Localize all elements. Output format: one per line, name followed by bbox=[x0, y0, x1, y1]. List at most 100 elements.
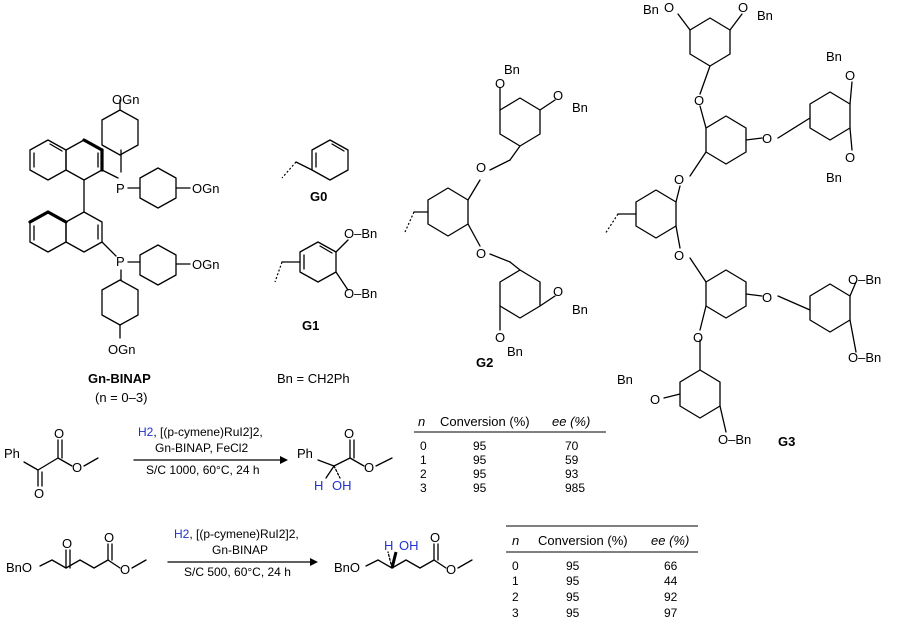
scheme-text: H2, [(p-cymene)RuI2]2, bbox=[174, 527, 299, 541]
scheme-text: Conversion (%) bbox=[538, 533, 628, 548]
reaction1-product bbox=[317, 439, 393, 479]
r1-table-row3-ee: 985 bbox=[565, 481, 585, 495]
r2-table-row2-ee: 92 bbox=[664, 590, 678, 604]
g2-bn3: Bn bbox=[572, 302, 588, 317]
g2-bn1: Bn bbox=[504, 62, 520, 77]
r1-prod-h: H bbox=[314, 478, 323, 493]
scheme-text: , [(p-cymene)RuI2]2, bbox=[153, 425, 262, 439]
binap-label: Gn-BINAP bbox=[88, 371, 151, 386]
r2-prod-oh: OH bbox=[399, 538, 419, 553]
r1-prod-o1: O bbox=[344, 426, 354, 441]
reaction1-table: n Conversion (%) ee (%) 0 95 70 1 95 59 … bbox=[414, 414, 606, 495]
reaction1-conditions: H2, [(p-cymene)RuI2]2, Gn-BINAP, FeCl2 S… bbox=[133, 425, 288, 477]
g2-o3: O bbox=[495, 76, 505, 91]
r1-table-row2-conv: 95 bbox=[473, 467, 487, 481]
scheme-text: H2, [(p-cymene)RuI2]2, bbox=[138, 425, 263, 439]
r1-table-row0-conv: 95 bbox=[473, 439, 487, 453]
g3-o-r2: O bbox=[845, 150, 855, 165]
reaction2-substrate bbox=[39, 543, 147, 569]
r2-table-row0-conv: 95 bbox=[566, 559, 580, 573]
g0-structure bbox=[281, 139, 349, 181]
r2-table-row1-n: 1 bbox=[512, 574, 519, 588]
r2-prod-h: H bbox=[384, 538, 393, 553]
g2-o6: O bbox=[495, 330, 505, 345]
g3-structure bbox=[604, 13, 857, 433]
reaction2-conditions: H2, [(p-cymene)RuI2]2, Gn-BINAP S/C 500,… bbox=[167, 527, 318, 579]
r1-table-row3-conv: 95 bbox=[473, 481, 487, 495]
r2-sub-bno: BnO bbox=[6, 560, 32, 575]
scheme-text: Conversion (%) bbox=[440, 414, 530, 429]
g2-structure bbox=[404, 87, 556, 331]
scheme-text: H2 bbox=[138, 425, 154, 439]
p-atom-top: P bbox=[116, 181, 125, 196]
g1-obn-bottom: O–Bn bbox=[344, 286, 377, 301]
g2-o1: O bbox=[476, 160, 486, 175]
r2-sub-o3: O bbox=[120, 562, 130, 577]
g2-o2: O bbox=[476, 246, 486, 261]
r2-table-row3-n: 3 bbox=[512, 606, 519, 620]
g3-o-c1: O bbox=[674, 172, 684, 187]
r1-table-row3-n: 3 bbox=[420, 481, 427, 495]
ogn-right-bottom-label: OGn bbox=[192, 257, 219, 272]
r1-table-row1-n: 1 bbox=[420, 453, 427, 467]
r1-table-row1-ee: 59 bbox=[565, 453, 579, 467]
r1-prod-o2: O bbox=[364, 460, 374, 475]
g1-structure bbox=[274, 239, 349, 291]
g3-bn-r1: Bn bbox=[826, 49, 842, 64]
g3-o-tl: O bbox=[664, 0, 674, 15]
g2-bn4: Bn bbox=[507, 344, 523, 359]
g3-obn-r4: O–Bn bbox=[848, 350, 881, 365]
reaction2-table: n Conversion (%) ee (%) 0 95 66 1 95 44 … bbox=[506, 525, 698, 620]
r2-table-row0-ee: 66 bbox=[664, 559, 678, 573]
g3-o-e: O bbox=[693, 330, 703, 345]
scheme-text: Gn-BINAP bbox=[212, 543, 268, 557]
scheme-text: ee (%) bbox=[552, 414, 590, 429]
ogn-right-top-label: OGn bbox=[192, 181, 219, 196]
g1-label: G1 bbox=[302, 318, 319, 333]
r2-prod-bno: BnO bbox=[334, 560, 360, 575]
r1-sub-ph: Ph bbox=[4, 446, 20, 461]
g3-bn-bl: Bn bbox=[617, 372, 633, 387]
r1-sub-o2: O bbox=[54, 426, 64, 441]
g2-label: G2 bbox=[476, 355, 493, 370]
g3-label: G3 bbox=[778, 434, 795, 449]
bn-definition: Bn = CH2Ph bbox=[277, 371, 350, 386]
p-atom-bottom: P bbox=[116, 254, 125, 269]
r1-table-row0-n: 0 bbox=[420, 439, 427, 453]
g3-o-a: O bbox=[694, 93, 704, 108]
r1-table-row1-conv: 95 bbox=[473, 453, 487, 467]
g3-obn-b: O–Bn bbox=[718, 432, 751, 447]
ogn-bottom-label: OGn bbox=[108, 342, 135, 357]
r2-table-row3-ee: 97 bbox=[664, 606, 678, 620]
g1-obn-top: O–Bn bbox=[344, 226, 377, 241]
r1-prod-ph: Ph bbox=[297, 446, 313, 461]
n-range-label: (n = 0–3) bbox=[95, 390, 147, 405]
g3-o-bl: O bbox=[650, 392, 660, 407]
g3-bn-tr: Bn bbox=[757, 8, 773, 23]
r2-prod-o2: O bbox=[446, 562, 456, 577]
r1-sub-o3: O bbox=[72, 460, 82, 475]
g3-bn-r2: Bn bbox=[826, 170, 842, 185]
r2-prod-o1: O bbox=[430, 530, 440, 545]
r2-table-row2-conv: 95 bbox=[566, 590, 580, 604]
g2-o5: O bbox=[553, 284, 563, 299]
g2-o4: O bbox=[553, 88, 563, 103]
binap-structure: P P bbox=[28, 99, 191, 339]
scheme-text: S/C 500, 60°C, 24 h bbox=[184, 565, 291, 579]
g0-label: G0 bbox=[310, 189, 327, 204]
g3-o-tr: O bbox=[738, 0, 748, 15]
scheme-text: H2 bbox=[174, 527, 190, 541]
r1-table-row0-ee: 70 bbox=[565, 439, 579, 453]
reaction2-product bbox=[365, 543, 473, 569]
g3-o-b: O bbox=[762, 131, 772, 146]
g3-o-r1: O bbox=[845, 68, 855, 83]
g3-o-d: O bbox=[762, 290, 772, 305]
r2-table-row2-n: 2 bbox=[512, 590, 519, 604]
g2-bn2: Bn bbox=[572, 100, 588, 115]
g3-obn-r3: O–Bn bbox=[848, 272, 881, 287]
scheme-text: S/C 1000, 60°C, 24 h bbox=[146, 463, 260, 477]
r2-sub-o1: O bbox=[62, 536, 72, 551]
reaction1-substrate bbox=[23, 439, 99, 487]
r2-table-row0-n: 0 bbox=[512, 559, 519, 573]
r2-table-row1-ee: 44 bbox=[664, 574, 678, 588]
